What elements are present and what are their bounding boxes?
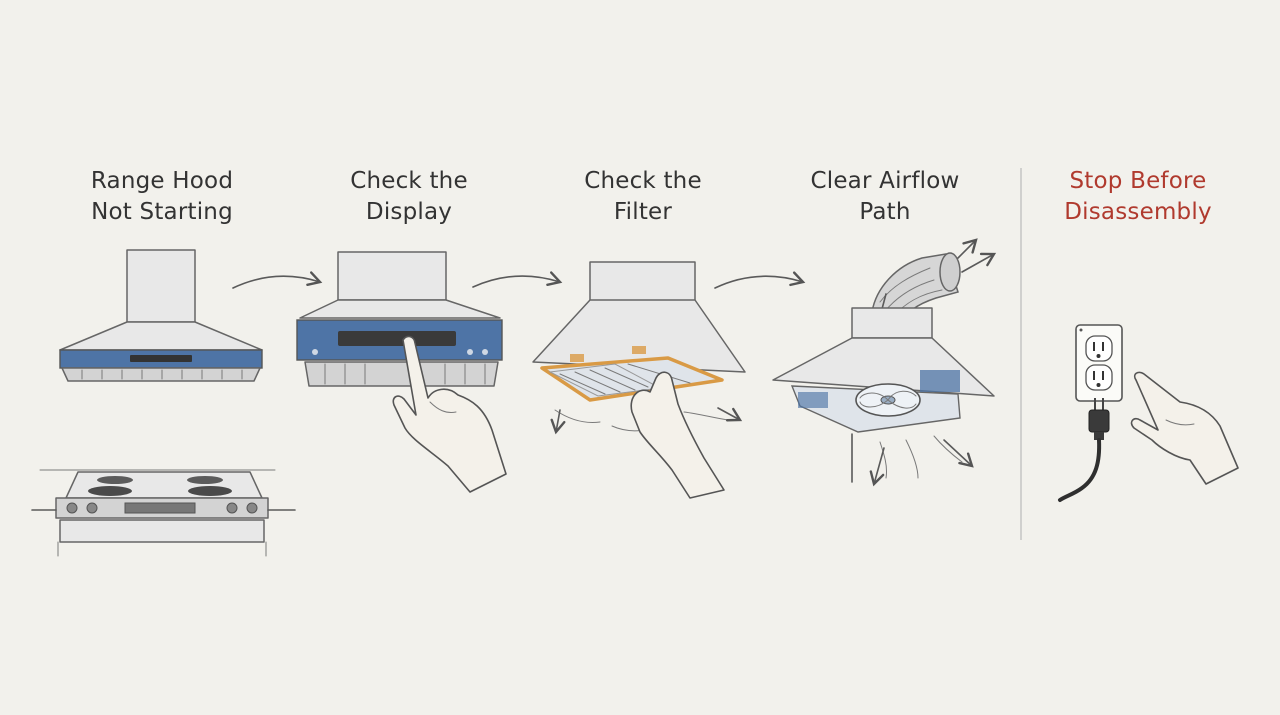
range-hood-icon xyxy=(59,249,263,382)
finger-icon xyxy=(392,335,507,493)
flow-arrow-icon xyxy=(714,271,806,289)
wall-outlet-icon xyxy=(1075,324,1123,402)
grease-filter-icon xyxy=(532,261,746,435)
finger-icon xyxy=(630,371,725,499)
fan-icon xyxy=(855,383,921,417)
flow-arrow-icon xyxy=(472,271,563,288)
plug-icon xyxy=(1058,398,1110,502)
airflow-arrow-icon xyxy=(869,435,974,487)
step-1-title: Range Hood Not Starting xyxy=(90,168,234,225)
flow-arrow-icon xyxy=(232,271,323,289)
control-panel-icon xyxy=(296,251,503,387)
finger-icon xyxy=(1130,371,1239,485)
step-4-title: Clear Airflow Path xyxy=(810,168,960,225)
stove-icon xyxy=(31,469,296,557)
step-5-title: Stop Before Disassembly xyxy=(1064,168,1212,225)
step-2-title: Check the Display xyxy=(350,168,468,225)
step-3-title: Check the Filter xyxy=(584,168,702,225)
